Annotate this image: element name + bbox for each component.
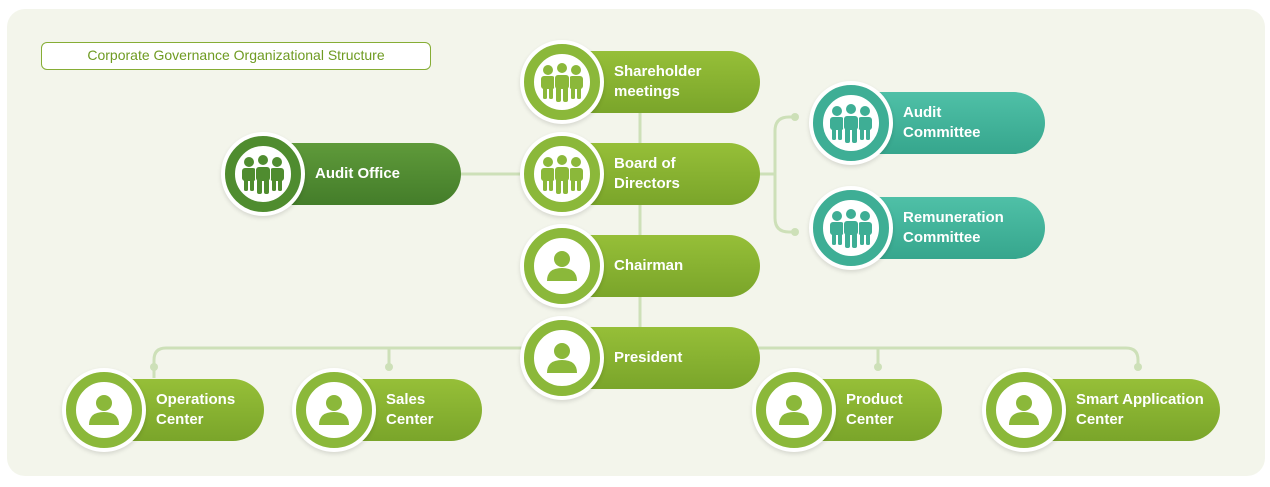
group-icon (540, 61, 584, 103)
node-badge (520, 132, 604, 216)
group-icon (241, 153, 285, 195)
person-icon (542, 338, 582, 378)
person-icon (1004, 390, 1044, 430)
node-badge (520, 224, 604, 308)
node-badge (62, 368, 146, 452)
node-badge (520, 40, 604, 124)
node-badge (520, 316, 604, 400)
person-icon (774, 390, 814, 430)
node-badge (752, 368, 836, 452)
person-icon (314, 390, 354, 430)
node-badge (221, 132, 305, 216)
person-icon (542, 246, 582, 286)
node-badge (292, 368, 376, 452)
group-icon (829, 102, 873, 144)
node-badge (982, 368, 1066, 452)
node-badge (809, 81, 893, 165)
group-icon (829, 207, 873, 249)
group-icon (540, 153, 584, 195)
diagram-title: Corporate Governance Organizational Stru… (41, 42, 431, 70)
node-badge (809, 186, 893, 270)
person-icon (84, 390, 124, 430)
